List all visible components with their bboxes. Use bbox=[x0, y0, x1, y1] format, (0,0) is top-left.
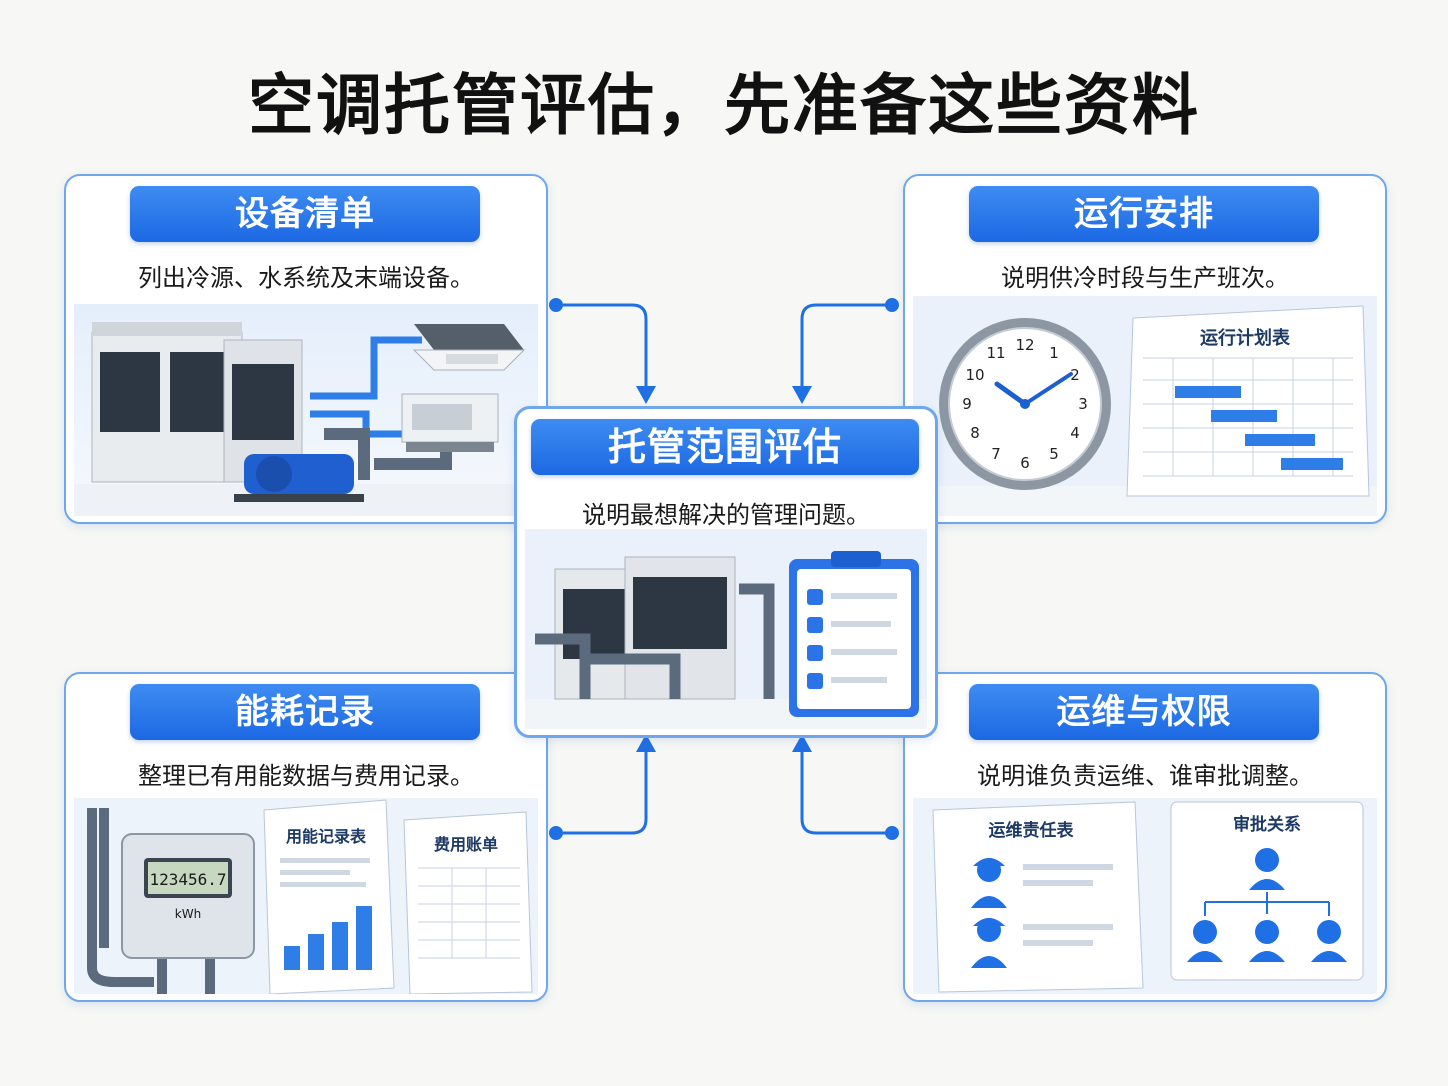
card-scope-assessment: 托管范围评估 说明最想解决的管理问题。 bbox=[514, 406, 938, 738]
schedule-heading: 运行安排 bbox=[969, 186, 1319, 242]
meter-unit: kWh bbox=[175, 907, 201, 921]
clock-number: 12 bbox=[1015, 336, 1034, 354]
card-equipment-list: 设备清单 列出冷源、水系统及末端设备。 bbox=[64, 174, 548, 524]
energy-heading: 能耗记录 bbox=[130, 684, 480, 740]
org-chart-icon bbox=[1187, 848, 1347, 962]
bill-sheet-icon: 费用账单 bbox=[403, 811, 533, 994]
air-handler-icon bbox=[401, 393, 499, 452]
page-title: 空调托管评估，先准备这些资料 bbox=[248, 67, 1200, 144]
clock-icon: 12 1 2 3 4 5 6 7 8 9 10 11 bbox=[939, 318, 1111, 490]
clock-number: 7 bbox=[991, 445, 1001, 463]
card-operations-permissions: 运维与权限 说明谁负责运维、谁审批调整。 运维责任表 bbox=[903, 672, 1387, 1002]
clock-number: 4 bbox=[1070, 424, 1080, 442]
clock-number: 9 bbox=[962, 395, 972, 413]
worker-icon bbox=[971, 858, 1007, 908]
energy-sheet-title: 用能记录表 bbox=[286, 827, 367, 846]
card-operation-schedule: 运行安排 说明供冷时段与生产班次。 12 1 2 3 4 5 6 7 8 bbox=[903, 174, 1387, 524]
meter-reading: 123456.7 bbox=[149, 870, 226, 889]
clock-number: 8 bbox=[970, 424, 980, 442]
clock-number: 3 bbox=[1078, 395, 1088, 413]
clock-number: 2 bbox=[1070, 366, 1080, 384]
operations-heading: 运维与权限 bbox=[969, 684, 1319, 740]
schedule-sheet-title: 运行计划表 bbox=[1200, 327, 1291, 349]
scope-illustration bbox=[525, 529, 927, 729]
pump-icon bbox=[234, 454, 364, 502]
chiller-icon bbox=[91, 322, 303, 483]
approval-sheet-icon: 审批关系 bbox=[1170, 801, 1364, 981]
operations-description: 说明谁负责运维、谁审批调整。 bbox=[977, 762, 1313, 790]
clock-number: 5 bbox=[1049, 445, 1059, 463]
clock-number: 6 bbox=[1020, 454, 1030, 472]
equipment-description: 列出冷源、水系统及末端设备。 bbox=[138, 264, 474, 292]
clock-number: 10 bbox=[965, 366, 984, 384]
cassette-ac-icon bbox=[412, 324, 526, 371]
card-energy-records: 能耗记录 整理已有用能数据与费用记录。 123456.7 kWh 用能记录表 bbox=[64, 672, 548, 1002]
energy-record-sheet-icon: 用能记录表 bbox=[263, 799, 395, 994]
clock-number: 1 bbox=[1049, 344, 1059, 362]
energy-description: 整理已有用能数据与费用记录。 bbox=[138, 762, 474, 790]
worker-icon bbox=[971, 918, 1007, 968]
equipment-heading: 设备清单 bbox=[130, 186, 480, 242]
energy-meter-icon: 123456.7 kWh bbox=[121, 833, 255, 959]
responsibility-sheet-title: 运维责任表 bbox=[989, 820, 1075, 841]
approval-sheet-title: 审批关系 bbox=[1233, 814, 1301, 835]
schedule-illustration: 12 1 2 3 4 5 6 7 8 9 10 11 bbox=[913, 296, 1377, 516]
clock-number: 11 bbox=[986, 344, 1005, 362]
checklist-icon bbox=[789, 551, 919, 717]
bill-sheet-title: 费用账单 bbox=[434, 835, 498, 854]
schedule-sheet-icon: 运行计划表 bbox=[1126, 305, 1370, 497]
equipment-illustration bbox=[74, 304, 538, 516]
responsibility-sheet-icon: 运维责任表 bbox=[932, 801, 1144, 993]
operations-illustration: 运维责任表 审批关系 bbox=[913, 798, 1377, 994]
scope-heading: 托管范围评估 bbox=[531, 419, 919, 475]
energy-illustration: 123456.7 kWh 用能记录表 费用账单 bbox=[74, 798, 538, 994]
scope-description: 说明最想解决的管理问题。 bbox=[582, 501, 870, 529]
schedule-description: 说明供冷时段与生产班次。 bbox=[1001, 264, 1289, 292]
